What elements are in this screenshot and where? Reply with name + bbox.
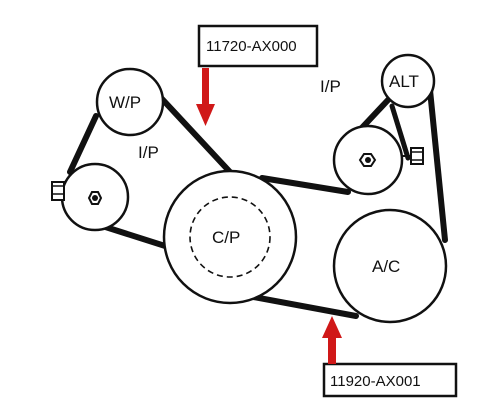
belt-alt-to-ac <box>427 87 448 243</box>
belt-ac-to-cp <box>245 293 359 319</box>
pulley-crank: C/P <box>162 169 298 305</box>
pulley-idler-left <box>51 162 130 232</box>
belt-alt-inner <box>389 103 411 161</box>
callout-lower: 11920-AX001 <box>322 316 458 398</box>
callout-upper: 11720-AX000 <box>196 24 319 126</box>
idler-right-label: I/P <box>320 77 341 96</box>
pulley-water-pump: W/P <box>95 67 165 137</box>
arrow-down-icon <box>196 104 215 126</box>
pulley-alternator: ALT <box>380 53 436 109</box>
pulley-label-cp: C/P <box>212 228 240 247</box>
pulley-idler-right <box>332 124 424 196</box>
belt-cp-to-right-idler <box>259 175 351 195</box>
callout-lower-text: 11920-AX001 <box>330 373 421 390</box>
pulley-label-ac: A/C <box>372 257 400 276</box>
pulley-label-wp: W/P <box>109 93 141 112</box>
belt-wp-to-left-idler <box>67 113 99 175</box>
idler-left-label: I/P <box>138 143 159 162</box>
pulley-ac-compressor: A/C <box>332 208 448 324</box>
arrow-up-icon <box>322 316 342 338</box>
callout-upper-text: 11720-AX000 <box>206 38 297 55</box>
pulley-label-alt: ALT <box>389 72 419 91</box>
